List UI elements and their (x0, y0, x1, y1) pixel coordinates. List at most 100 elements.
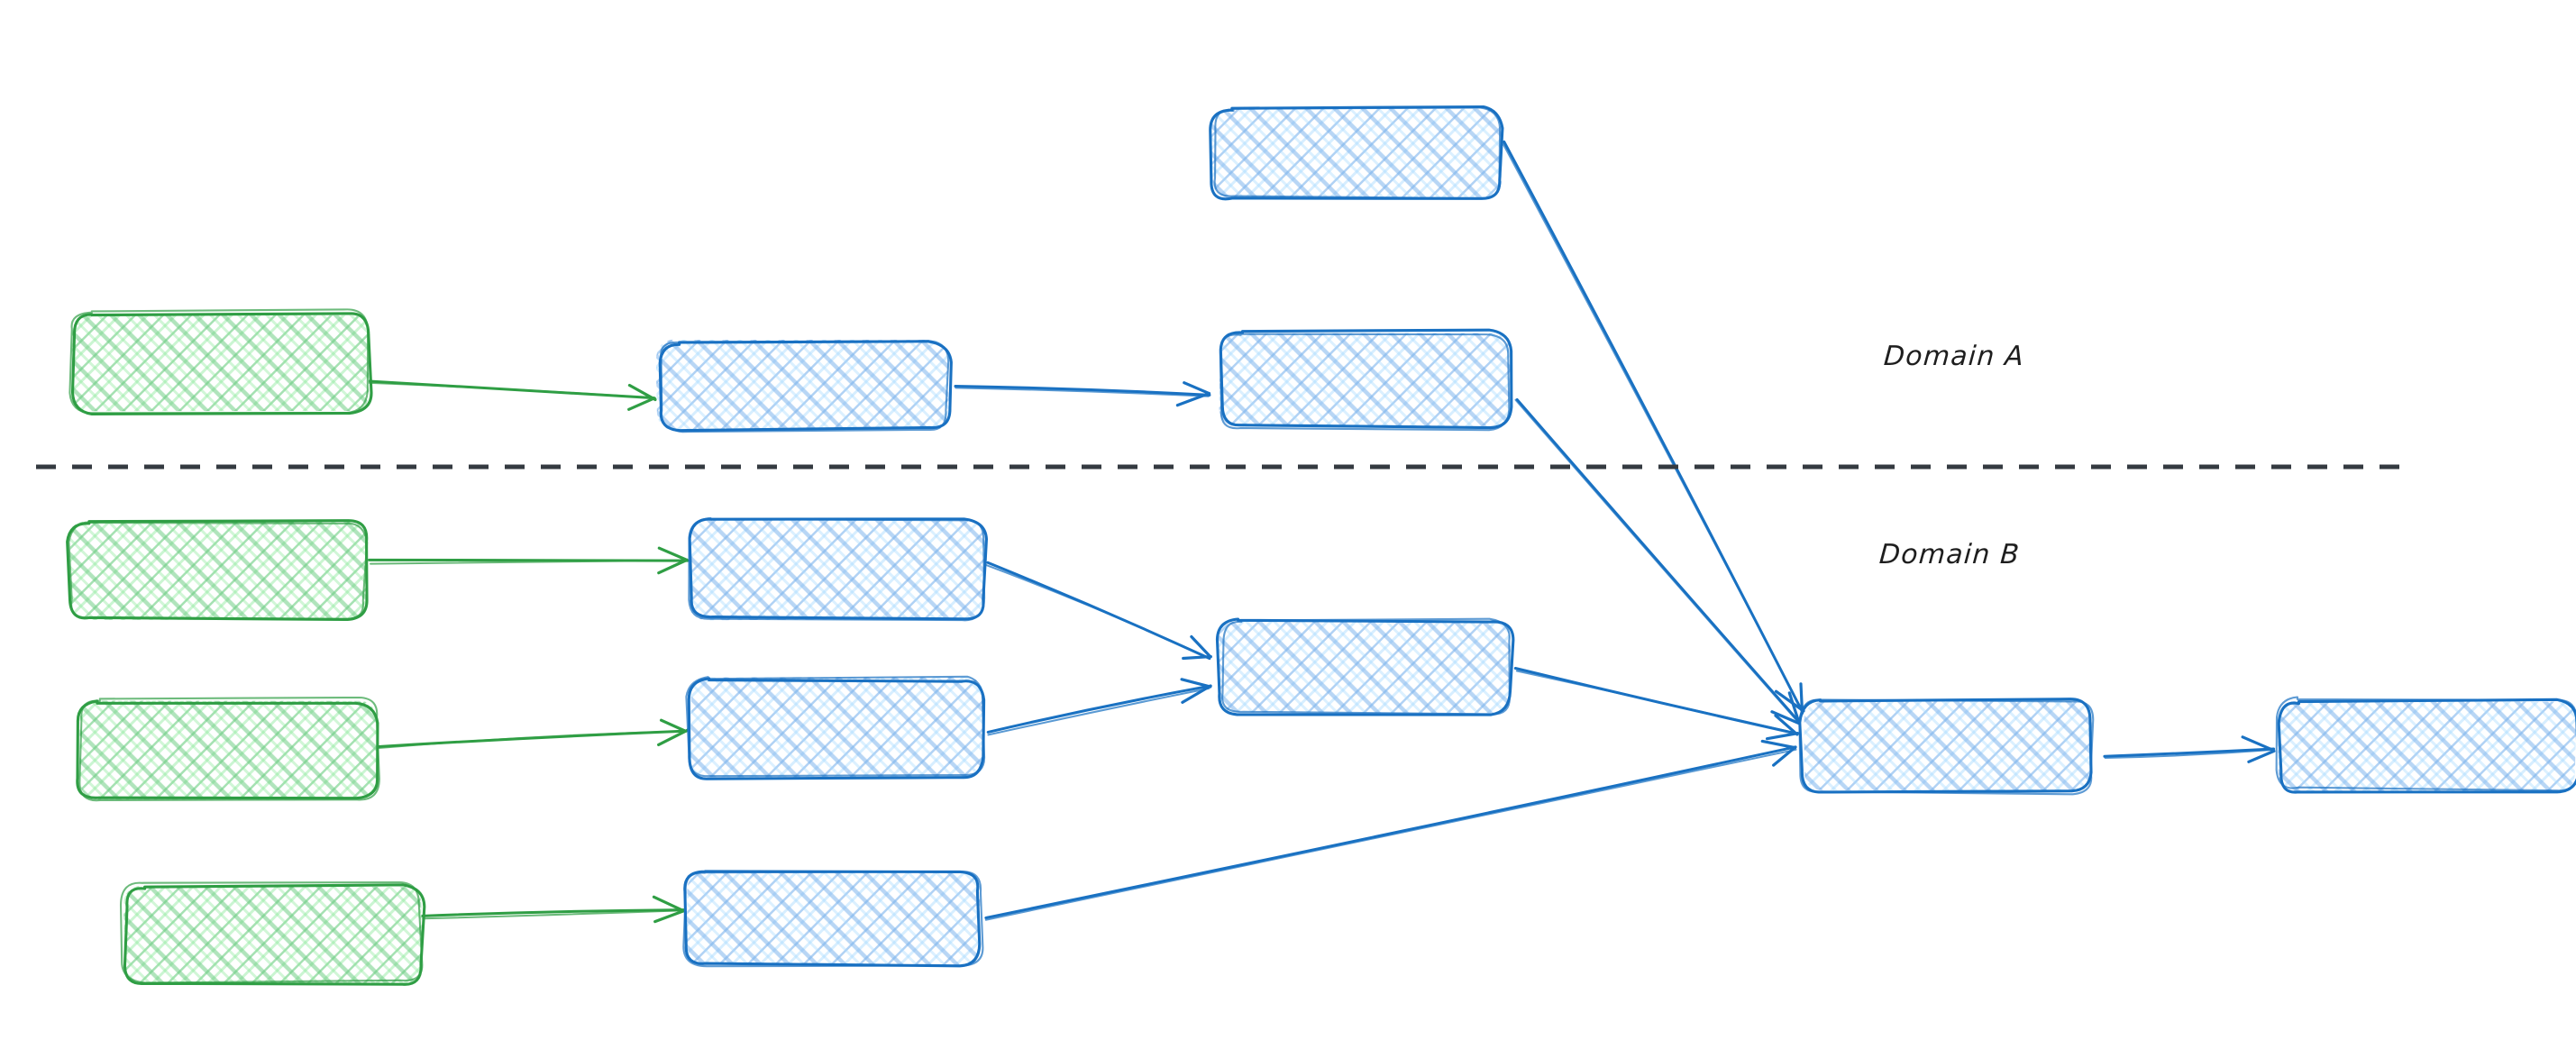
node-fill (2278, 700, 2576, 792)
edge-line (419, 908, 685, 917)
arrow-head-icon (653, 909, 685, 924)
node-outline (658, 340, 953, 433)
edge-line (375, 730, 689, 750)
node-fill (687, 871, 981, 965)
edge-line (367, 381, 657, 399)
arrow-head-icon (627, 397, 656, 411)
arrow-head-icon (657, 546, 688, 561)
node-outline (68, 521, 369, 620)
arrow-head-icon (1774, 714, 1799, 736)
node-outline (1209, 105, 1504, 201)
arrow-head-icon (657, 558, 689, 575)
node-outline (123, 883, 426, 986)
arrow-head-icon (1787, 691, 1801, 724)
node-outline (78, 696, 380, 802)
arrow-head-icon (1772, 746, 1796, 767)
node-outline (69, 308, 370, 415)
node-b2[interactable] (688, 516, 989, 622)
arrow-head-icon (2241, 735, 2274, 752)
arrow-head-icon (1180, 678, 1212, 689)
edge-line (2103, 747, 2276, 758)
node-fill (655, 339, 949, 431)
node-outline (1215, 617, 1515, 716)
node-b3[interactable] (685, 675, 986, 780)
edge-line (987, 687, 1210, 736)
node-fill (1210, 108, 1503, 198)
node-outline (119, 880, 424, 984)
edge-line (984, 745, 1797, 919)
edge-line (2104, 748, 2276, 759)
arrow-head-icon (652, 895, 686, 913)
edge-e-b7-b8[interactable] (1513, 667, 1800, 741)
node-fill (1218, 620, 1511, 714)
node-g1[interactable] (69, 308, 373, 416)
edge-e-g3-b3[interactable] (375, 718, 690, 750)
edge-line (985, 564, 1211, 660)
edge-e-b8-b9[interactable] (2103, 735, 2276, 763)
edge-e-g4-b4[interactable] (419, 895, 686, 924)
edge-line (1514, 398, 1800, 724)
node-outline (682, 871, 984, 968)
node-b5[interactable] (1209, 105, 1504, 201)
node-b6[interactable] (1219, 328, 1513, 432)
edge-e-b5-b8[interactable] (1501, 140, 1805, 715)
edge-e-g1-b1[interactable] (365, 379, 657, 411)
node-g3[interactable] (76, 696, 380, 802)
edge-line (986, 684, 1211, 734)
edge-line (1515, 670, 1797, 734)
edge-e-b1-b6[interactable] (954, 381, 1211, 407)
node-fill (690, 519, 985, 621)
node-outline (1219, 333, 1511, 432)
edge-e-b3-b7[interactable] (986, 678, 1212, 736)
node-outline (685, 675, 986, 778)
arrow-head-icon (657, 728, 690, 747)
edge-e-g2-b2[interactable] (368, 546, 690, 575)
edge-line (955, 387, 1210, 397)
edge-e-b6-b8[interactable] (1514, 397, 1801, 725)
node-b1[interactable] (655, 339, 953, 433)
domain-b-label: Domain B (1877, 539, 2022, 570)
edge-line (984, 748, 1797, 921)
node-b4[interactable] (682, 870, 984, 968)
arrow-head-icon (1175, 391, 1211, 407)
node-b8[interactable] (1798, 698, 2095, 796)
arrow-head-icon (2247, 749, 2276, 763)
node-fill (1804, 700, 2092, 790)
node-outline (1798, 698, 2093, 794)
node-fill (69, 519, 368, 620)
edge-line (422, 909, 684, 920)
nodes-layer (66, 105, 2576, 986)
node-outline (1213, 106, 1502, 200)
node-outline (660, 340, 950, 433)
edge-line (954, 385, 1211, 397)
node-b9[interactable] (2275, 696, 2576, 794)
arrow-head-icon (1182, 654, 1212, 661)
arrow-head-icon (1760, 739, 1797, 750)
node-fill (71, 315, 370, 412)
arrow-head-icon (1765, 732, 1800, 741)
domain-a-label: Domain A (1882, 341, 2026, 372)
node-outline (2275, 696, 2576, 792)
arrow-head-icon (1774, 689, 1805, 713)
node-fill (79, 700, 378, 800)
node-fill (690, 677, 984, 778)
node-g4[interactable] (119, 880, 426, 986)
node-outline (1798, 698, 2095, 796)
node-b7[interactable] (1215, 617, 1515, 716)
node-outline (1221, 617, 1511, 716)
arrow-head-icon (659, 718, 688, 733)
edges-layer (365, 140, 2276, 924)
node-fill (123, 885, 422, 986)
arrow-head-icon (1183, 381, 1210, 396)
edge-line (1515, 397, 1801, 724)
edge-e-b2-b7[interactable] (985, 561, 1212, 661)
edge-line (1501, 141, 1804, 713)
node-outline (688, 516, 986, 622)
node-g2[interactable] (66, 519, 369, 622)
edge-line (370, 559, 688, 565)
edge-e-b4-b8[interactable] (984, 739, 1797, 921)
node-outline (76, 699, 379, 800)
arrow-head-icon (1190, 634, 1212, 659)
